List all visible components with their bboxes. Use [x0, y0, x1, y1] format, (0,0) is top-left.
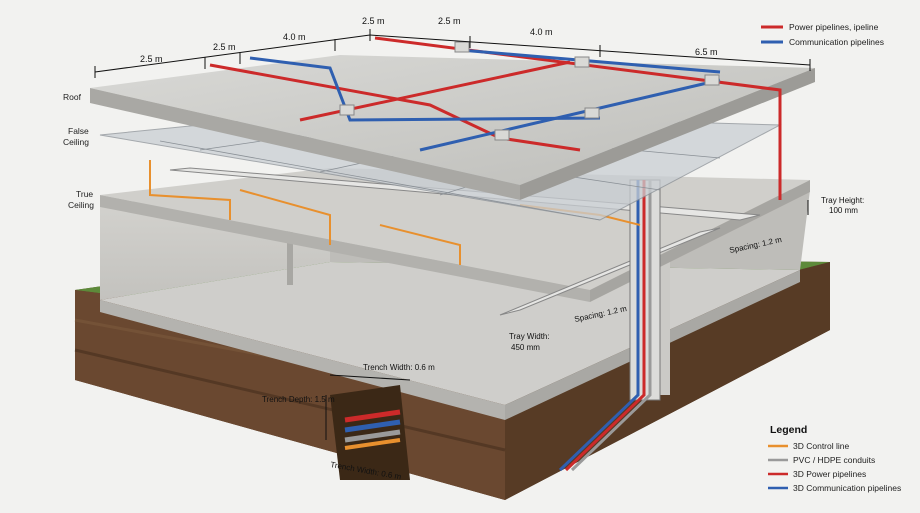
top-legend-communication: Communication pipelines: [789, 37, 884, 47]
roof-pipes: [209, 36, 782, 200]
tray-height-value: 100 mm: [829, 206, 858, 215]
legend-item: 3D Power pipelines: [793, 469, 866, 479]
tray-width-value: 450 mm: [511, 343, 540, 352]
dim-label: 4.0 m: [530, 27, 553, 37]
dim-label: 2.5 m: [438, 16, 461, 26]
legend-item: 3D Communication pipelines: [793, 483, 901, 493]
false-ceiling-label: False: [68, 126, 89, 136]
legend-item: PVC / HDPE conduits: [793, 455, 875, 465]
dimension-line: [94, 29, 811, 78]
top-legend-power: Power pipelines, ipeline: [789, 22, 879, 32]
trench-width-top-label: Trench Width: 0.6 m: [363, 363, 435, 372]
legend-item: 3D Control line: [793, 441, 849, 451]
riser-cables: [558, 180, 652, 472]
tray-height-label: Tray Height:: [821, 196, 864, 205]
tray-width-label: Tray Width:: [509, 332, 550, 341]
false-ceiling-label: Ceiling: [63, 137, 89, 147]
roof-label: Roof: [63, 92, 82, 102]
dim-label: 6.5 m: [695, 47, 718, 57]
true-ceiling-label: Ceiling: [68, 200, 94, 210]
trench: [330, 385, 410, 480]
trench-depth-label: Trench Depth: 1.5 m: [262, 395, 335, 404]
dim-label: 4.0 m: [283, 32, 306, 42]
dim-label: 2.5 m: [362, 16, 385, 26]
legend-title: Legend: [770, 424, 807, 436]
dim-label: 2.5 m: [213, 42, 236, 52]
dim-label: 2.5 m: [140, 54, 163, 64]
true-ceiling-label: True: [76, 189, 93, 199]
